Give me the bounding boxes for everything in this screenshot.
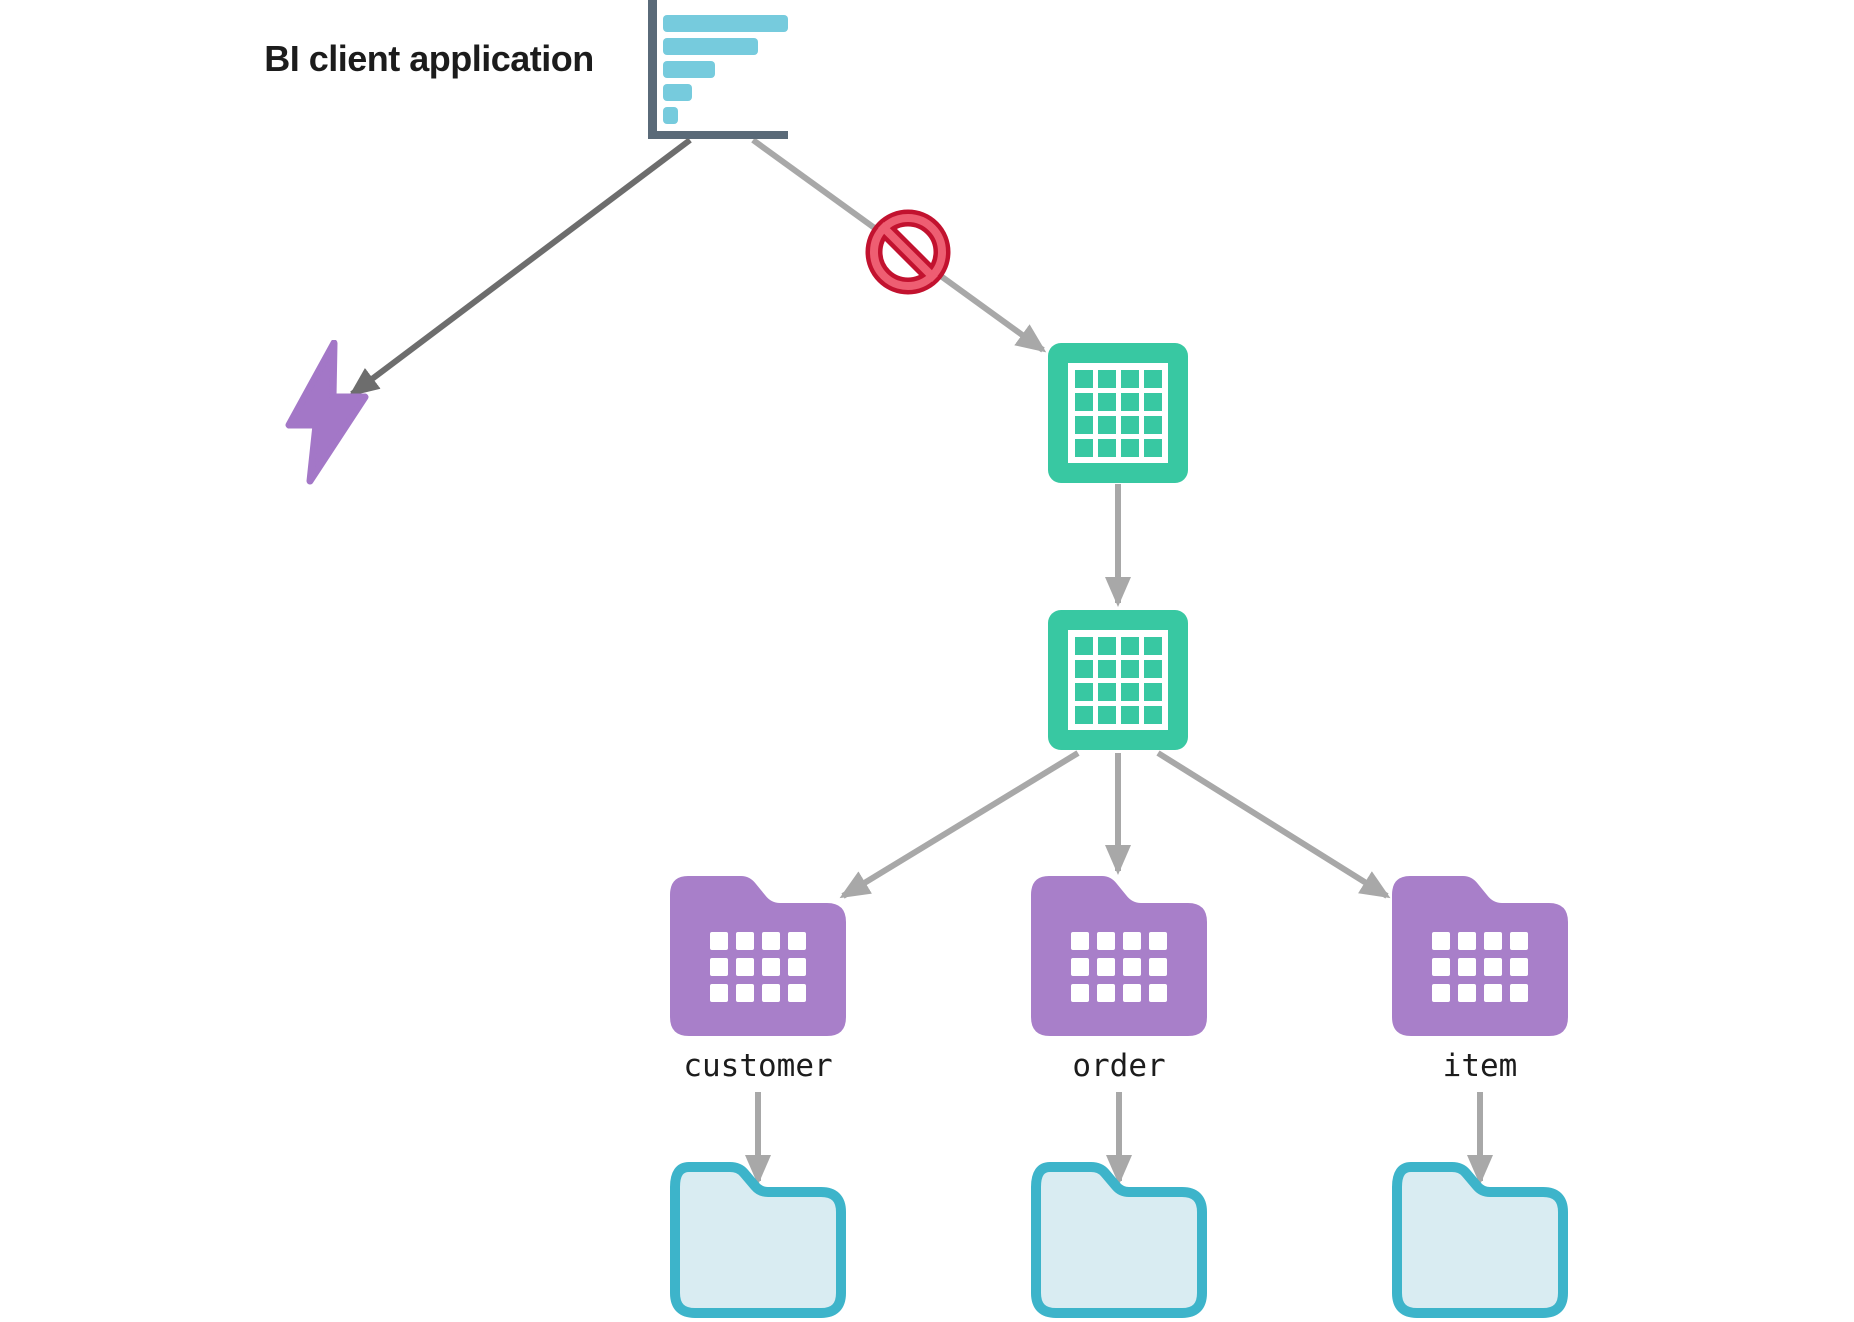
chart-axis xyxy=(648,0,657,139)
page-title: BI client application xyxy=(264,38,594,79)
folder-label-customer: customer xyxy=(683,1048,833,1084)
bar-chart-report-icon xyxy=(645,0,795,140)
chart-bar xyxy=(663,84,692,101)
folder-icon xyxy=(670,1162,846,1318)
folder-icon xyxy=(1392,1162,1568,1318)
chart-bar xyxy=(663,15,788,32)
chart-bar xyxy=(663,61,715,78)
folder-label-order: order xyxy=(1072,1048,1166,1084)
table-folder-icon-order xyxy=(1031,876,1207,1036)
table-grid-icon xyxy=(1048,610,1188,750)
folder-label-item: item xyxy=(1442,1048,1518,1084)
arrow-table-to-item xyxy=(1156,750,1391,899)
chart-bar xyxy=(663,38,758,55)
arrow-table-to-customer xyxy=(839,750,1080,899)
table-grid-icon xyxy=(1048,343,1188,483)
prohibited-icon xyxy=(865,209,951,295)
arrow-bi-to-lightning xyxy=(348,137,692,397)
lightning-bolt-icon xyxy=(285,340,369,485)
chart-axis xyxy=(648,131,788,139)
table-folder-icon-item xyxy=(1392,876,1568,1036)
table-folder-icon-customer xyxy=(670,876,846,1036)
chart-bar xyxy=(663,107,678,124)
folder-icon xyxy=(1031,1162,1207,1318)
